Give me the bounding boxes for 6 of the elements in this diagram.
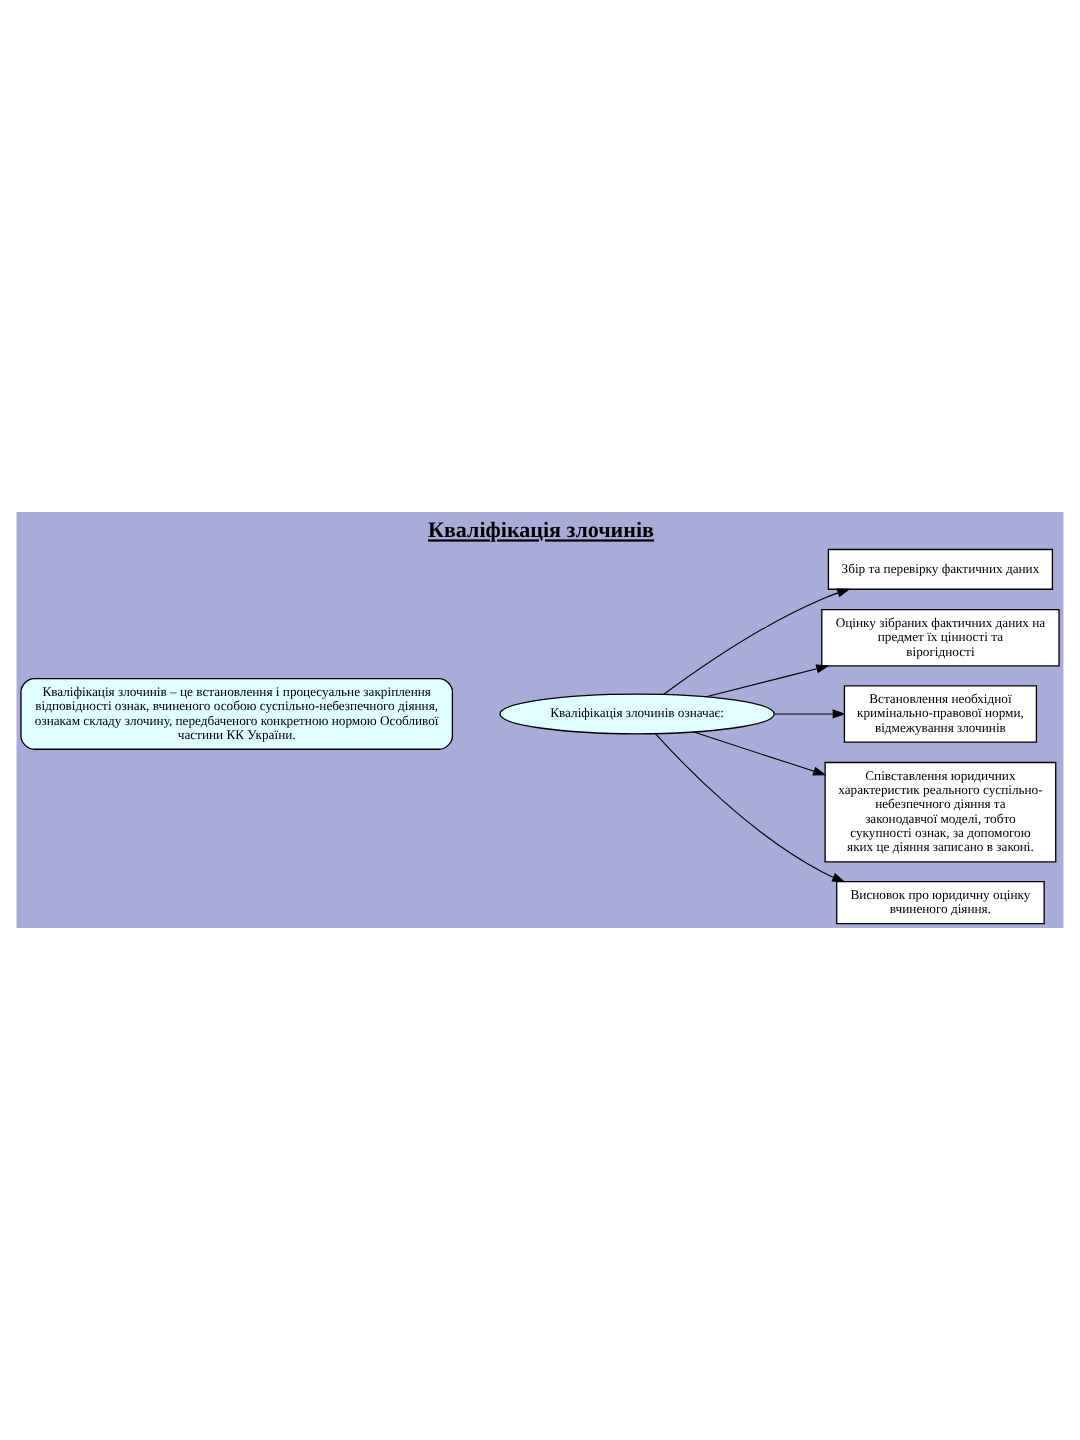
diagram-title: Кваліфікація злочинів bbox=[427, 519, 655, 544]
arrow bbox=[663, 588, 851, 695]
arrow bbox=[774, 709, 846, 719]
arrow bbox=[654, 733, 846, 883]
arrow bbox=[705, 664, 830, 698]
arrow bbox=[693, 731, 827, 776]
